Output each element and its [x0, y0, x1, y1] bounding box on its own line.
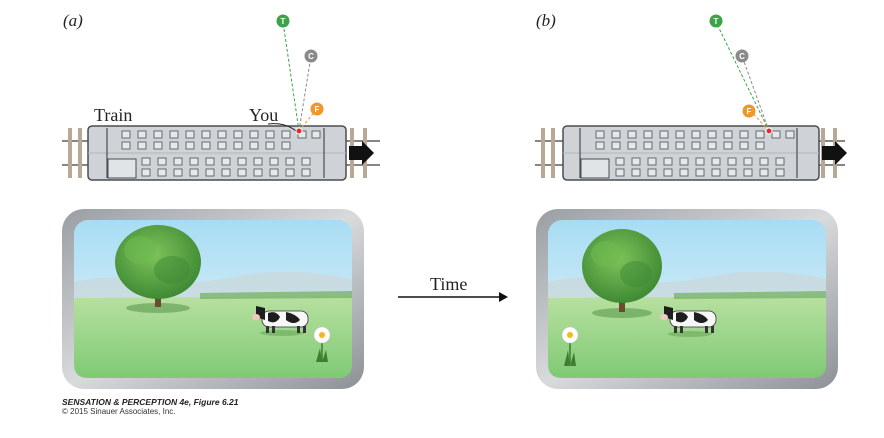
you-position-dot	[765, 127, 773, 135]
figure-caption: SENSATION & PERCEPTION 4e, Figure 6.21 ©…	[62, 397, 239, 417]
tree	[115, 225, 201, 313]
direction-arrow-icon	[349, 141, 374, 165]
train-door	[107, 158, 137, 179]
flower-marker-b: F	[742, 104, 756, 118]
direction-arrow-icon	[822, 141, 847, 165]
svg-text:T: T	[281, 17, 286, 26]
tree-marker-b: T	[709, 14, 723, 28]
time-arrow: Time	[398, 274, 508, 302]
train-b	[535, 125, 847, 181]
window-grass	[74, 296, 352, 378]
panel-b: (b)	[535, 11, 847, 389]
svg-text:C: C	[739, 52, 745, 61]
you-pointer-line	[267, 123, 297, 132]
sight-lines-b	[715, 21, 770, 132]
time-label: Time	[430, 274, 467, 294]
train-label: Train	[94, 105, 132, 125]
flower-marker-a: F	[310, 102, 324, 116]
window-grass	[548, 296, 826, 378]
flower	[313, 326, 331, 362]
cow	[660, 306, 717, 337]
tree	[582, 229, 662, 318]
cow-marker-b: C	[735, 49, 749, 63]
svg-text:F: F	[315, 105, 320, 114]
window-view-a	[62, 209, 364, 389]
panel-a-label: (a)	[63, 11, 83, 30]
you-position-dot	[295, 127, 303, 135]
caption-title: SENSATION & PERCEPTION 4e, Figure 6.21	[62, 397, 239, 407]
cow-marker-a: C	[304, 49, 318, 63]
time-arrowhead-icon	[499, 292, 508, 302]
seat-row-bottom	[615, 157, 785, 177]
flower	[561, 326, 579, 366]
svg-text:C: C	[308, 52, 314, 61]
cow	[252, 306, 309, 336]
svg-text:F: F	[747, 107, 752, 116]
panel-a: (a)	[62, 11, 380, 389]
seat-row-bottom	[141, 157, 311, 177]
seat-row-top	[595, 130, 795, 150]
window-view-b	[536, 209, 838, 389]
svg-text:T: T	[714, 17, 719, 26]
train-a	[62, 125, 380, 181]
caption-copyright: © 2015 Sinauer Associates, Inc.	[62, 407, 176, 416]
sight-lines-a	[282, 21, 317, 132]
train-door	[580, 158, 610, 179]
you-label: You	[249, 105, 278, 125]
seat-row-top	[121, 130, 321, 150]
tree-marker-a: T	[276, 14, 290, 28]
panel-b-label: (b)	[536, 11, 556, 30]
